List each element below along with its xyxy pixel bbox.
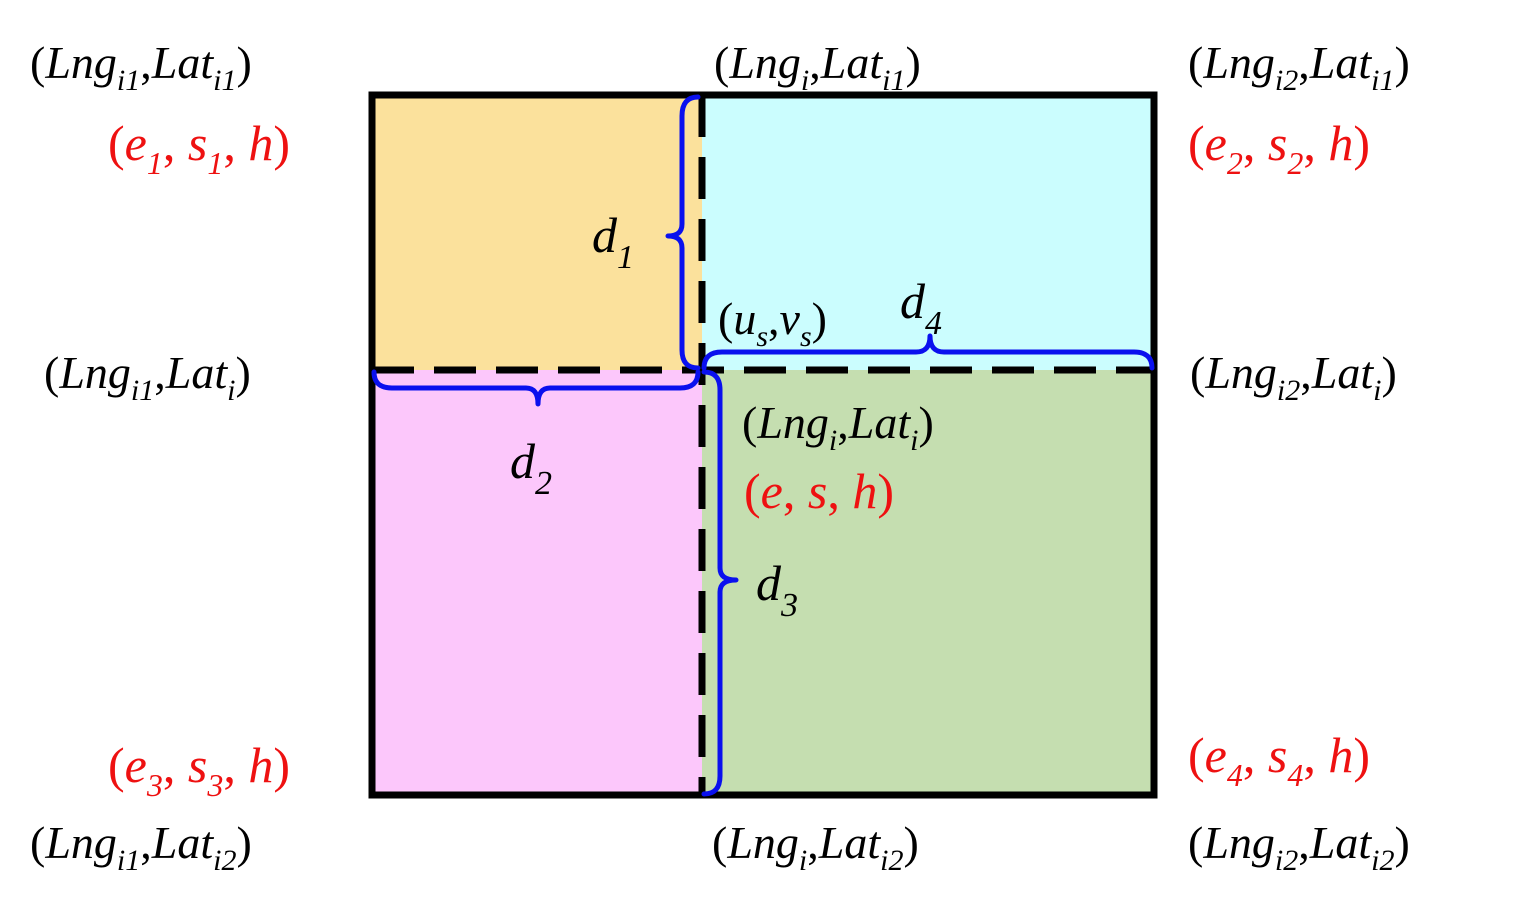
label-coord-mid-left: (Lngi1,Lati) xyxy=(44,347,251,407)
label-coord-top-left: (Lngi1,Lati1) xyxy=(30,37,252,97)
label-coord-center: (Lngi,Lati) xyxy=(742,397,934,457)
label-value-top-left: (e1, s1, h) xyxy=(108,115,290,181)
brace-d1 xyxy=(665,94,701,371)
label-distance-d3: d3 xyxy=(756,555,798,624)
label-point-us-vs: (us,vs) xyxy=(718,293,827,353)
label-value-bottom-left: (e3, s3, h) xyxy=(108,737,290,803)
label-coord-bottom-left: (Lngi1,Lati2) xyxy=(30,817,252,877)
label-distance-d2: d2 xyxy=(510,433,552,502)
label-coord-top-mid: (Lngi,Lati1) xyxy=(714,37,921,97)
label-coord-bottom-mid: (Lngi,Lati2) xyxy=(712,817,919,877)
label-coord-top-right: (Lngi2,Lati1) xyxy=(1188,37,1410,97)
brace-d4 xyxy=(701,333,1155,371)
label-coord-bottom-right: (Lngi2,Lati2) xyxy=(1188,817,1410,877)
quadrant-bottom-right xyxy=(702,370,1154,795)
label-distance-d1: d1 xyxy=(592,207,634,276)
label-value-center: (e, s, h) xyxy=(744,463,894,519)
label-coord-mid-right: (Lngi2,Lati) xyxy=(1190,347,1397,407)
quadrant-top-right xyxy=(702,95,1154,370)
label-distance-d4: d4 xyxy=(900,273,942,342)
cell-frame xyxy=(368,91,1158,799)
brace-d2 xyxy=(371,369,701,407)
label-value-top-right: (e2, s2, h) xyxy=(1188,115,1370,181)
quadrant-bottom-left xyxy=(372,370,702,795)
brace-d3 xyxy=(701,369,739,797)
label-value-bottom-right: (e4, s4, h) xyxy=(1188,727,1370,793)
quadrant-top-left xyxy=(372,95,702,370)
